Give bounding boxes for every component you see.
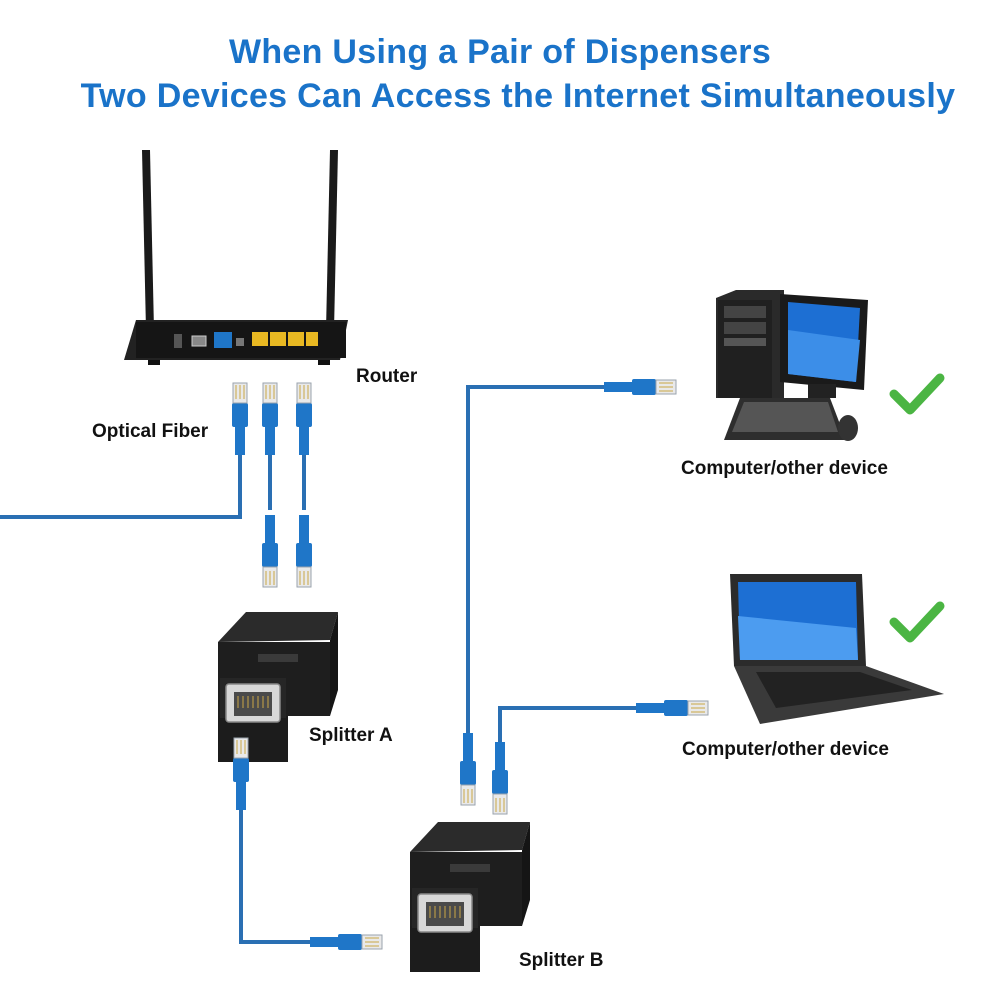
title-line-1: When Using a Pair of Dispensers [228, 33, 772, 71]
diagram-title: When Using a Pair of Dispensers Two Devi… [0, 30, 1000, 118]
network-cables [0, 385, 636, 944]
rj45-plug-icon [459, 732, 509, 815]
rj45-plug-icon [232, 737, 250, 811]
desktop-computer-icon [716, 290, 868, 441]
check-mark-icon [889, 601, 945, 643]
rj45-plug-icon [261, 514, 313, 588]
splitter-b-label: Splitter B [519, 950, 604, 971]
title-line-2: Two Devices Can Access the Internet Simu… [80, 77, 956, 115]
computer-1-label: Computer/other device [681, 458, 888, 479]
splitter-a-label: Splitter A [309, 725, 393, 746]
router-label: Router [356, 366, 418, 387]
splitter-icon [409, 821, 531, 973]
check-mark-icon [889, 373, 945, 415]
rj45-plug-icon [231, 382, 313, 456]
rj45-plug-icon [309, 933, 383, 951]
router-icon [124, 150, 348, 365]
rj45-plug-icon [603, 378, 709, 717]
computer-2-label: Computer/other device [682, 739, 889, 760]
optical-fiber-label: Optical Fiber [92, 421, 209, 442]
laptop-icon [730, 574, 944, 724]
